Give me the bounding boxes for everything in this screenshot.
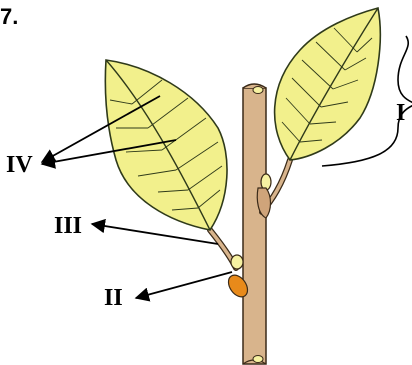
stem-bottom-node <box>253 356 263 363</box>
label-ii: II <box>104 285 123 311</box>
axillary-bud-left <box>231 255 243 269</box>
label-iii: III <box>54 213 82 239</box>
label-iv: IV <box>6 152 33 178</box>
label-i: I <box>396 100 405 126</box>
stem <box>243 88 266 364</box>
question-number: 7. <box>0 4 18 29</box>
stem-top-node <box>253 87 263 94</box>
arrow-ii <box>136 272 232 298</box>
left-leaf-blade <box>105 60 227 230</box>
